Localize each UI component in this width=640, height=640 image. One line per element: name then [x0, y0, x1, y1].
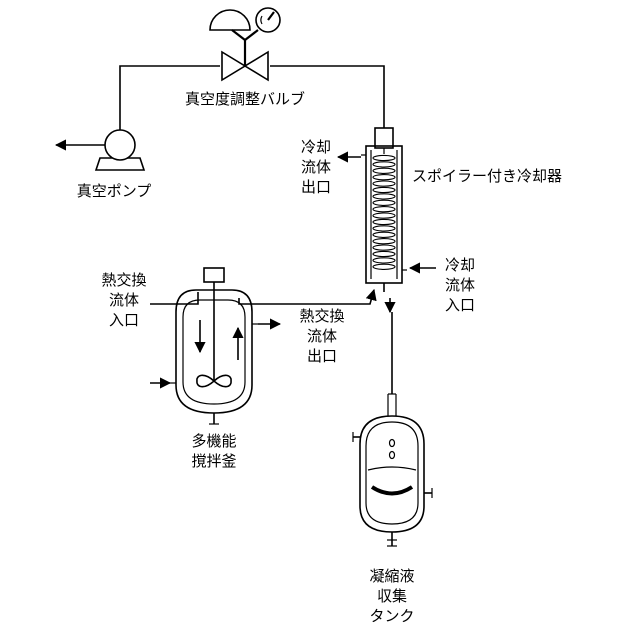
- svg-text:入口: 入口: [109, 311, 139, 329]
- pump-label: 真空ポンプ: [77, 182, 152, 200]
- condensate-tank: [353, 416, 432, 546]
- svg-text:熱交換: 熱交換: [299, 307, 344, 325]
- svg-text:多機能: 多機能: [191, 432, 236, 450]
- svg-text:出口: 出口: [307, 347, 337, 365]
- vacuum-control-valve: [210, 8, 280, 80]
- condenser-label: スポイラー付き冷却器: [412, 167, 562, 185]
- coil-loop: [373, 194, 395, 199]
- coil-loop: [373, 226, 395, 231]
- coil-loop: [373, 245, 395, 250]
- svg-text:凝縮液: 凝縮液: [369, 567, 414, 585]
- coil-loop: [373, 181, 395, 186]
- svg-text:流体: 流体: [109, 291, 139, 309]
- condensate-line: [388, 312, 396, 416]
- coil-loop: [373, 219, 395, 224]
- coil-loop: [373, 239, 395, 244]
- valve-label: 真空度調整バルブ: [185, 90, 305, 108]
- coil-loop: [373, 232, 395, 237]
- svg-text:入口: 入口: [445, 296, 475, 314]
- svg-text:流体: 流体: [301, 158, 331, 176]
- stirred-reactor: [150, 268, 280, 424]
- droplet-icon: [390, 440, 395, 459]
- coil-loop: [373, 213, 395, 218]
- coil-loop: [373, 264, 395, 269]
- coil-loop: [373, 258, 395, 263]
- svg-text:熱交換: 熱交換: [101, 271, 146, 289]
- coil-loop: [373, 168, 395, 173]
- pressure-gauge-icon: [256, 8, 280, 32]
- coil-loop: [373, 187, 395, 192]
- coil-loop: [373, 175, 395, 180]
- cooling-coil: [373, 155, 395, 269]
- vacuum-pump: [56, 130, 144, 170]
- coil-loop: [373, 155, 395, 160]
- coil-loop: [373, 162, 395, 167]
- coolant-outlet-label: 冷却 流体 出口: [301, 138, 331, 196]
- reactor-label: 多機能 撹拌釜: [191, 432, 236, 470]
- coil-loop: [373, 200, 395, 205]
- svg-text:流体: 流体: [307, 327, 337, 345]
- coil-loop: [373, 251, 395, 256]
- motor-icon: [204, 268, 224, 282]
- svg-text:撹拌釜: 撹拌釜: [191, 452, 236, 470]
- condenser: [338, 128, 436, 292]
- tank-label: 凝縮液 収集 タンク: [369, 567, 414, 625]
- heat-inlet-label: 熱交換 流体 入口: [101, 271, 146, 329]
- svg-text:流体: 流体: [445, 276, 475, 294]
- svg-text:出口: 出口: [301, 178, 331, 196]
- svg-text:冷却: 冷却: [301, 138, 331, 156]
- coil-loop: [373, 207, 395, 212]
- svg-text:冷却: 冷却: [445, 256, 475, 274]
- svg-text:タンク: タンク: [369, 607, 414, 625]
- svg-text:収集: 収集: [377, 587, 407, 605]
- heat-outlet-label: 熱交換 流体 出口: [299, 307, 344, 365]
- coolant-inlet-label: 冷却 流体 入口: [445, 256, 475, 314]
